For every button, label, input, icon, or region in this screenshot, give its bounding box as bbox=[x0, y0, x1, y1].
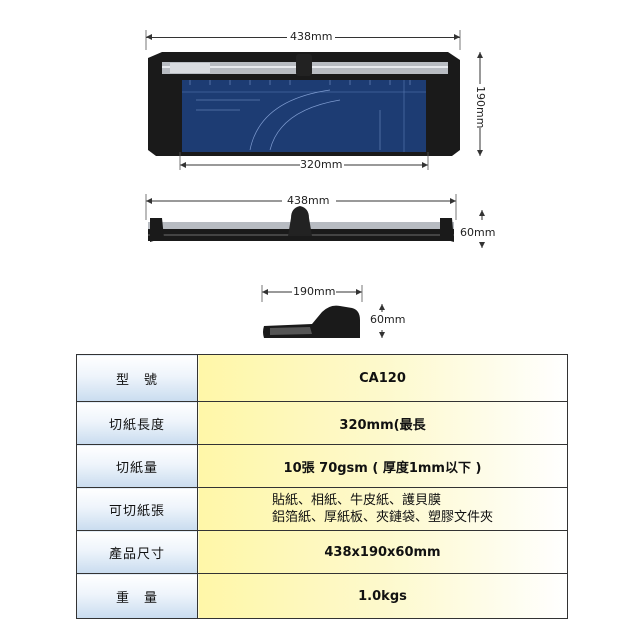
table-row: 可切紙張 貼紙、相紙、牛皮紙、護貝膜 鋁箔紙、厚紙板、夾鏈袋、塑膠文件夾 bbox=[76, 487, 568, 531]
spec-table: 型 號 CA120 切紙長度 320mm(最長 切紙量 10張 70gsm ( … bbox=[76, 354, 568, 619]
spec-label-cut-length: 切紙長度 bbox=[76, 401, 198, 445]
side-view-cutter-image bbox=[145, 194, 485, 248]
side-height-label: 60mm bbox=[460, 226, 496, 239]
end-depth-label: 190mm bbox=[293, 285, 336, 298]
materials-line-2: 鋁箔紙、厚紙板、夾鏈袋、塑膠文件夾 bbox=[271, 510, 493, 525]
spec-value-cut-length: 320mm(最長 bbox=[197, 401, 568, 445]
materials-line-1: 貼紙、相紙、牛皮紙、護貝膜 bbox=[271, 493, 441, 508]
table-row: 重 量 1.0kgs bbox=[76, 573, 568, 619]
spec-label-cut-capacity: 切紙量 bbox=[76, 444, 198, 488]
top-depth-label: 190mm bbox=[474, 86, 487, 129]
table-row: 型 號 CA120 bbox=[76, 354, 568, 402]
spec-value-weight: 1.0kgs bbox=[197, 573, 568, 619]
end-view-cutter-image bbox=[261, 285, 385, 338]
spec-value-materials: 貼紙、相紙、牛皮紙、護貝膜 鋁箔紙、厚紙板、夾鏈袋、塑膠文件夾 bbox=[197, 487, 568, 531]
spec-label-materials: 可切紙張 bbox=[76, 487, 198, 531]
table-row: 切紙量 10張 70gsm ( 厚度1mm以下 ) bbox=[76, 444, 568, 488]
spec-label-weight: 重 量 bbox=[76, 573, 198, 619]
spec-label-model: 型 號 bbox=[76, 354, 198, 402]
side-width-label: 438mm bbox=[287, 194, 330, 207]
top-cut-length-label: 320mm bbox=[300, 158, 343, 171]
top-view-cutter-image bbox=[145, 30, 483, 170]
table-row: 產品尺寸 438x190x60mm bbox=[76, 530, 568, 574]
table-row: 切紙長度 320mm(最長 bbox=[76, 401, 568, 445]
top-width-label: 438mm bbox=[287, 31, 336, 43]
end-height-label: 60mm bbox=[370, 313, 406, 326]
spec-value-dimensions: 438x190x60mm bbox=[197, 530, 568, 574]
spec-label-dimensions: 產品尺寸 bbox=[76, 530, 198, 574]
spec-value-model: CA120 bbox=[197, 354, 568, 402]
spec-value-cut-capacity: 10張 70gsm ( 厚度1mm以下 ) bbox=[197, 444, 568, 488]
